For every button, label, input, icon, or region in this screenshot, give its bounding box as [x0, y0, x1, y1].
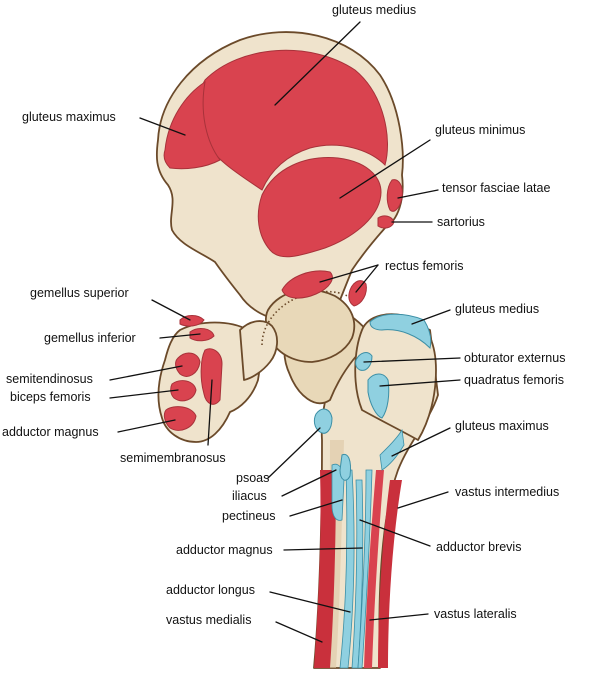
lead-biceps-femoris	[109, 389, 179, 399]
vastus-medialis-muscle	[314, 470, 336, 668]
label-sartorius: sartorius	[437, 215, 485, 229]
label-iliacus: iliacus	[232, 489, 267, 503]
adductor-strip-3	[357, 469, 373, 669]
label-gluteus-maximus-femur: gluteus maximus	[455, 419, 549, 433]
label-tensor-fasciae-latae: tensor fasciae latae	[442, 181, 550, 195]
label-semimembranosus: semimembranosus	[120, 451, 226, 465]
rectus-femoris-origin-2	[348, 280, 367, 307]
lead-semimembranosus	[207, 379, 213, 446]
psoas-iliacus-insertion	[313, 408, 333, 434]
label-rectus-femoris: rectus femoris	[385, 259, 464, 273]
label-semitendinosus: semitendinosus	[6, 372, 93, 386]
adductor-strip-1	[339, 469, 355, 669]
pelvic-origins	[163, 49, 403, 431]
quadratus-femoris-insertion	[367, 373, 390, 419]
lead-pectineus	[289, 499, 343, 517]
lead-gemellus-superior	[151, 299, 191, 321]
pectineus-insertion	[331, 463, 345, 521]
lead-tensor-fasciae-latae	[397, 189, 439, 199]
label-adductor-magnus-ischium: adductor magnus	[2, 425, 99, 439]
rectus-femoris-origin-1	[281, 270, 333, 299]
iliacus-insertion	[339, 453, 351, 481]
label-vastus-lateralis: vastus lateralis	[434, 607, 517, 621]
semitendinosus-origin	[175, 352, 201, 377]
vastus-lateralis-muscle	[378, 480, 402, 668]
inferior-ramus	[239, 320, 278, 381]
label-obturator-externus: obturator externus	[464, 351, 565, 365]
lead-gluteus-medius-top	[274, 21, 361, 106]
lead-gluteus-minimus	[339, 139, 431, 199]
lead-vastus-medialis	[275, 621, 323, 643]
label-gluteus-medius-trochanter: gluteus medius	[455, 302, 539, 316]
lead-gluteus-medius-trochanter	[411, 309, 451, 325]
label-pectineus: pectineus	[222, 509, 276, 523]
acetabulum	[264, 289, 356, 363]
vastus-intermedius-muscle	[364, 470, 384, 668]
label-gluteus-medius-top: gluteus medius	[332, 3, 416, 17]
label-gluteus-minimus: gluteus minimus	[435, 123, 525, 137]
shaft-muscles	[314, 428, 405, 669]
label-gluteus-maximus-top: gluteus maximus	[22, 110, 116, 124]
label-gemellus-inferior: gemellus inferior	[44, 331, 136, 345]
lead-adductor-magnus-ischium	[117, 419, 176, 433]
lead-adductor-magnus-femur	[283, 547, 363, 551]
semimembranosus-origin	[200, 348, 223, 405]
lead-rectus-femoris-2	[355, 264, 379, 293]
lead-semitendinosus	[109, 365, 183, 381]
lead-vastus-intermedius	[397, 491, 449, 509]
lead-vastus-lateralis	[369, 613, 429, 621]
label-vastus-intermedius: vastus intermedius	[455, 485, 559, 499]
label-quadratus-femoris: quadratus femoris	[464, 373, 564, 387]
gluteus-maximus-origin	[163, 80, 221, 170]
gemellus-inferior-origin	[189, 328, 215, 342]
lead-adductor-longus	[269, 591, 351, 613]
label-psoas: psoas	[236, 471, 269, 485]
label-gemellus-superior: gemellus superior	[30, 286, 129, 300]
leader-lines	[109, 21, 461, 643]
lead-gemellus-inferior	[159, 333, 201, 339]
lead-gluteus-maximus-femur	[391, 427, 451, 457]
labels: gluteus medius gluteus maximus gluteus m…	[2, 3, 565, 627]
lead-psoas	[267, 427, 321, 479]
gluteus-maximus-insertion	[379, 428, 405, 471]
label-vastus-medialis: vastus medialis	[166, 613, 251, 627]
lead-gluteus-maximus-top	[139, 117, 186, 136]
label-adductor-magnus-femur: adductor magnus	[176, 543, 273, 557]
adductor-magnus-origin	[163, 406, 197, 431]
tensor-fasciae-latae-origin	[386, 179, 403, 212]
label-adductor-brevis: adductor brevis	[436, 540, 521, 554]
label-adductor-longus: adductor longus	[166, 583, 255, 597]
lead-adductor-brevis	[359, 519, 431, 547]
lead-iliacus	[281, 469, 337, 497]
label-biceps-femoris: biceps femoris	[10, 390, 91, 404]
gluteus-minimus-origin	[257, 157, 382, 258]
lead-quadratus-femoris	[379, 379, 461, 387]
lead-rectus-femoris-1	[319, 264, 379, 283]
lead-obturator-externus	[363, 357, 461, 363]
acetabular-rim	[261, 290, 355, 346]
